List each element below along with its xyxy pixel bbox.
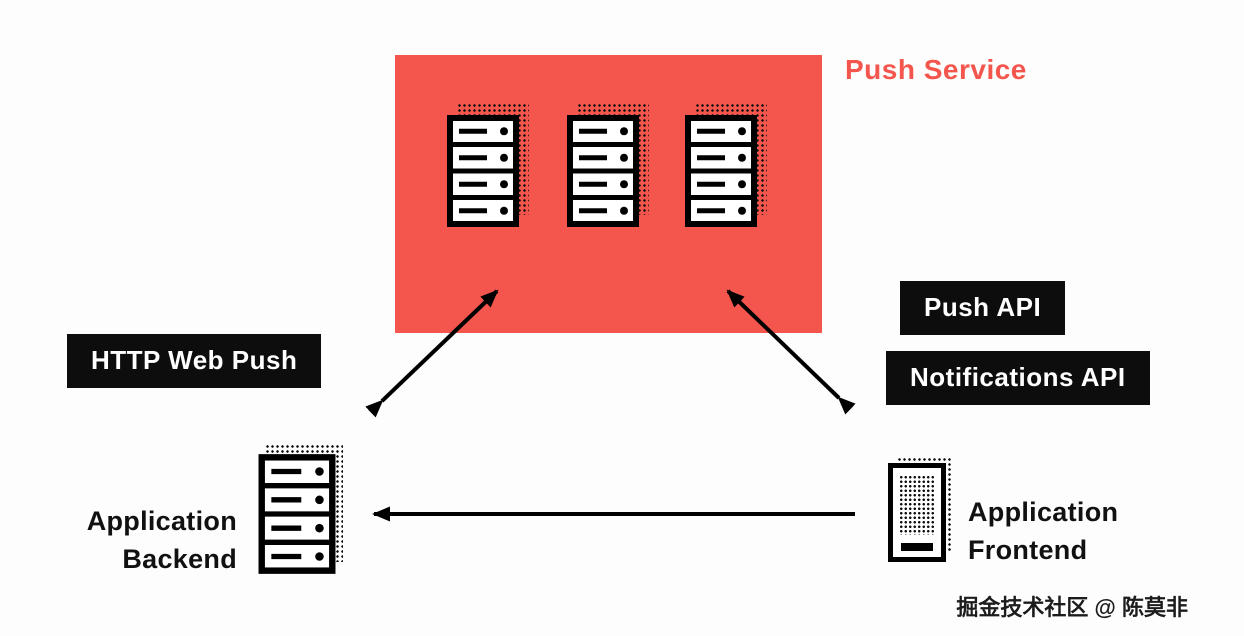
phone-icon [888,463,946,562]
application-backend-line2: Backend [122,544,237,574]
server-icon [565,113,641,229]
notifications-api-label: Notifications API [886,351,1150,405]
server-icon [683,113,759,229]
push-service-label: Push Service [845,54,1027,85]
push-server-2 [565,103,649,229]
push-server-1 [445,103,529,229]
phone-screen [899,475,935,535]
application-frontend-line2: Frontend [968,535,1088,565]
phone-home-bar [901,543,933,551]
application-frontend-phone [888,457,958,563]
http-web-push-label: HTTP Web Push [67,334,322,388]
application-backend-line1: Application [86,506,237,536]
server-icon [255,452,339,576]
server-icon [445,113,521,229]
application-backend-server [255,444,343,576]
application-frontend-line1: Application [968,497,1119,527]
application-frontend-label: Application Frontend [968,493,1188,569]
application-backend-label: Application Backend [40,502,237,578]
push-server-3 [683,103,767,229]
watermark: 掘金技术社区 @ 陈莫非 [956,595,1188,620]
push-api-label: Push API [900,281,1066,335]
push-service-cluster [395,55,822,333]
